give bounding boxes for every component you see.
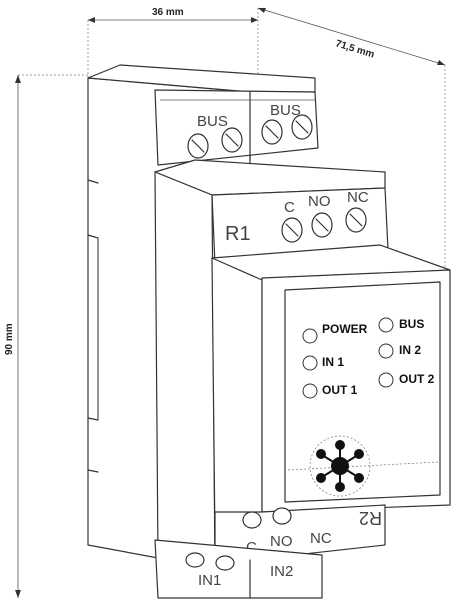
relay2-label: R2 <box>359 508 382 528</box>
in2-led-label: IN 2 <box>399 343 421 357</box>
relay1-nc-label: NC <box>347 189 369 206</box>
screw-terminal <box>187 133 209 159</box>
in1-led-label: IN 1 <box>322 355 344 369</box>
screw-terminal <box>221 127 243 153</box>
relay1-label: R1 <box>225 223 251 245</box>
in1-led <box>302 355 318 371</box>
width-dimension: 36 mm <box>152 7 184 18</box>
bus-label-left: BUS <box>197 113 228 130</box>
dimension-lines: 36 mm 71,5 mm 90 mm <box>4 7 446 598</box>
in2-led <box>378 343 394 359</box>
relay2-no-label: NO <box>270 533 293 550</box>
relay2-c-label: C <box>246 539 257 556</box>
network-hub-icon <box>309 435 371 497</box>
in1-label: IN1 <box>198 572 221 589</box>
screw-terminal <box>311 212 333 238</box>
led-panel: POWER BUS IN 1 IN 2 OUT 1 OUT 2 <box>302 317 435 399</box>
input-terminal-block: IN1 IN2 <box>154 539 323 599</box>
screw-terminal <box>345 207 367 233</box>
screw-terminal <box>185 552 205 568</box>
screw-terminal <box>272 507 292 525</box>
bus-led <box>378 317 394 333</box>
screw-terminal <box>215 555 235 571</box>
relay2-nc-label: NC <box>310 530 332 547</box>
top-terminal-block: BUS BUS <box>87 64 319 166</box>
power-led-label: POWER <box>322 322 368 336</box>
relay1-c-label: C <box>284 199 295 216</box>
in2-label: IN2 <box>270 563 293 580</box>
out1-led <box>302 383 318 399</box>
out2-led-label: OUT 2 <box>399 372 435 386</box>
power-led <box>302 328 318 344</box>
screw-terminal <box>291 114 313 140</box>
out2-led <box>378 372 394 388</box>
relay1-terminal-block: R1 C NO NC <box>154 159 389 576</box>
height-dimension: 90 mm <box>4 323 15 355</box>
relay1-no-label: NO <box>308 193 331 210</box>
bus-led-label: BUS <box>399 317 424 331</box>
screw-terminal <box>242 511 262 529</box>
bus-label-right: BUS <box>270 102 301 119</box>
screw-terminal <box>281 217 303 243</box>
out1-led-label: OUT 1 <box>322 383 358 397</box>
screw-terminal <box>261 119 283 145</box>
